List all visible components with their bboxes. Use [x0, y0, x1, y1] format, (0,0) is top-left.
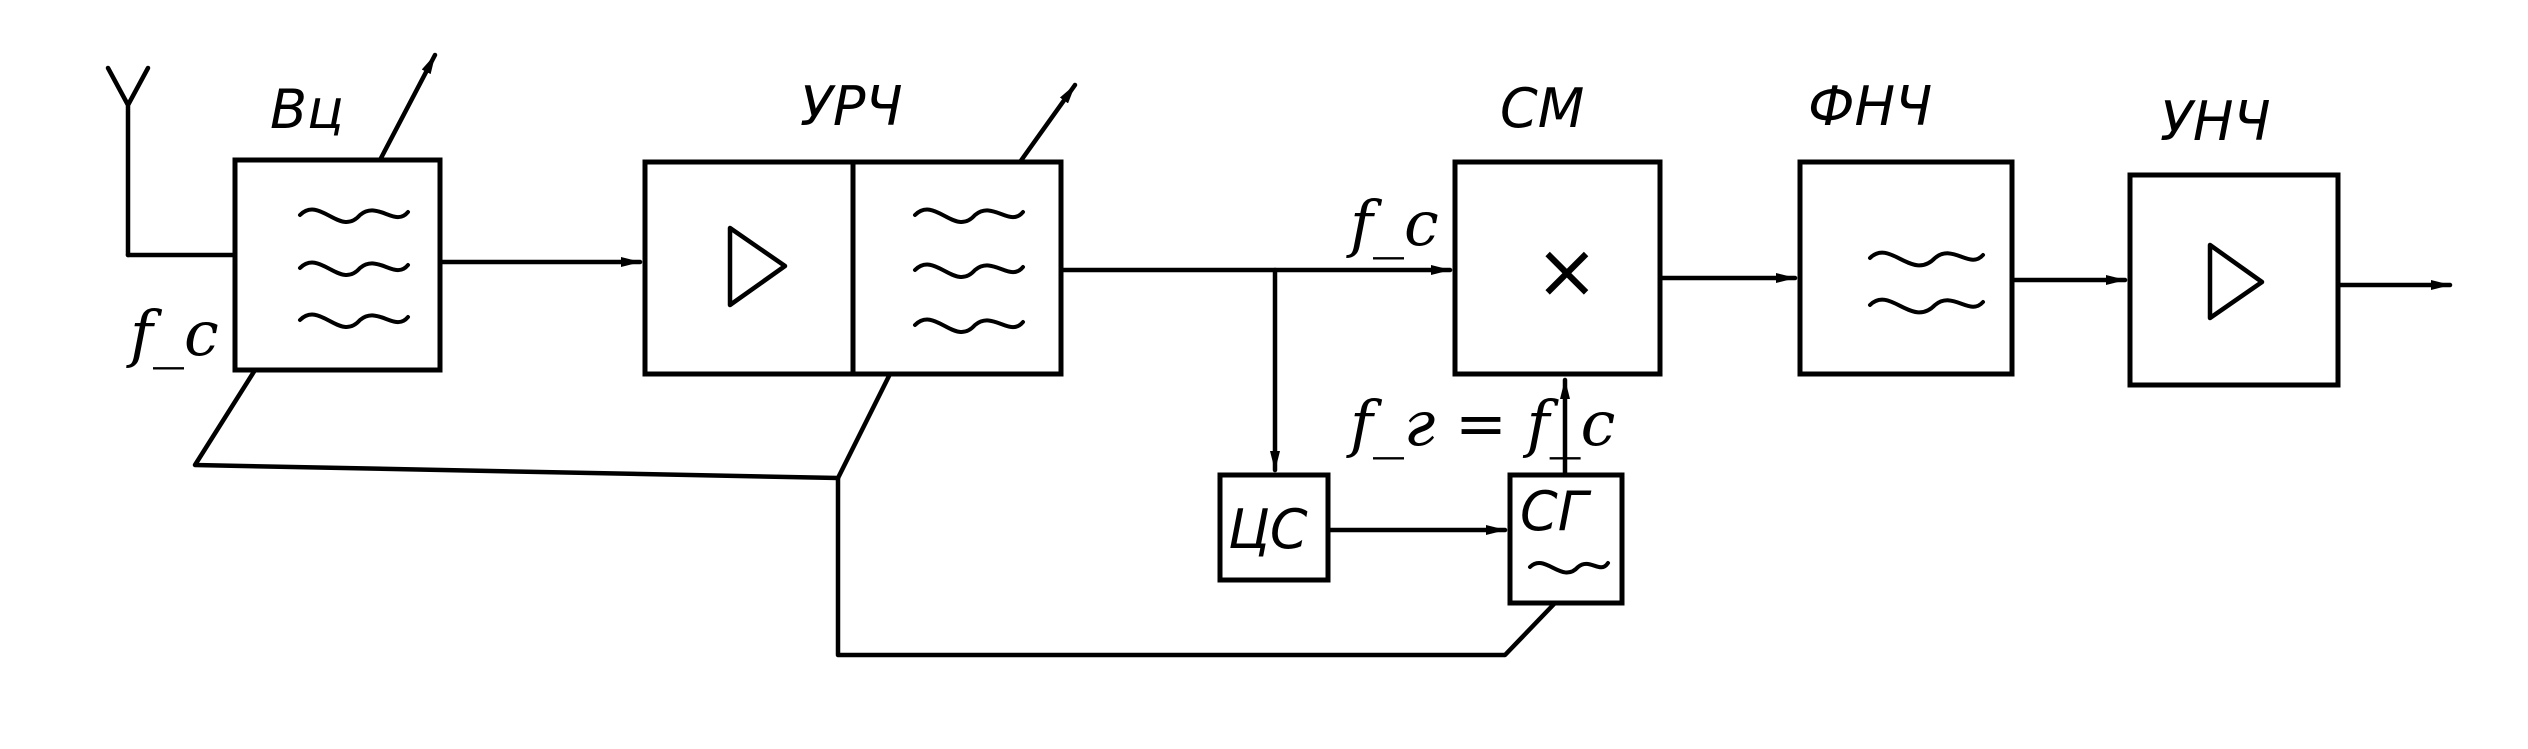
rf-amplifier-block	[642, 82, 1078, 377]
cs-block-label: ЦС	[1228, 498, 1308, 561]
tuning-arrow-icon	[1017, 82, 1078, 165]
low-pass-filter-block	[1797, 159, 2015, 377]
tuning-link-line	[835, 475, 1558, 658]
generator-frequency-label: f_г = f_c	[1346, 387, 1615, 460]
input-circuit-block	[232, 52, 443, 373]
vc-block-label: Вц	[270, 78, 344, 141]
tuning-link-line	[192, 367, 893, 481]
urch-block-label: УРЧ	[800, 75, 903, 138]
sync-circuit-block	[1217, 472, 1331, 583]
tuning-arrow-icon	[377, 52, 438, 163]
mixer-signal-frequency-label: f_c	[1346, 187, 1439, 260]
mixer-symbol: ×	[1535, 226, 1599, 315]
antenna-icon	[105, 65, 238, 258]
amplifier-triangle-icon	[2207, 242, 2265, 321]
signal-generator-block	[1507, 472, 1625, 606]
mixer-block: ×	[1452, 159, 1663, 377]
fnch-block-label: ФНЧ	[1808, 75, 1932, 138]
sm-block-label: СМ	[1500, 77, 1584, 140]
audio-amplifier-block	[2127, 172, 2341, 388]
input-frequency-label: f_c	[126, 297, 219, 370]
sg-block-label: СГ	[1520, 480, 1592, 543]
unch-block-label: УНЧ	[2160, 90, 2271, 153]
amplifier-triangle-icon	[727, 225, 788, 308]
